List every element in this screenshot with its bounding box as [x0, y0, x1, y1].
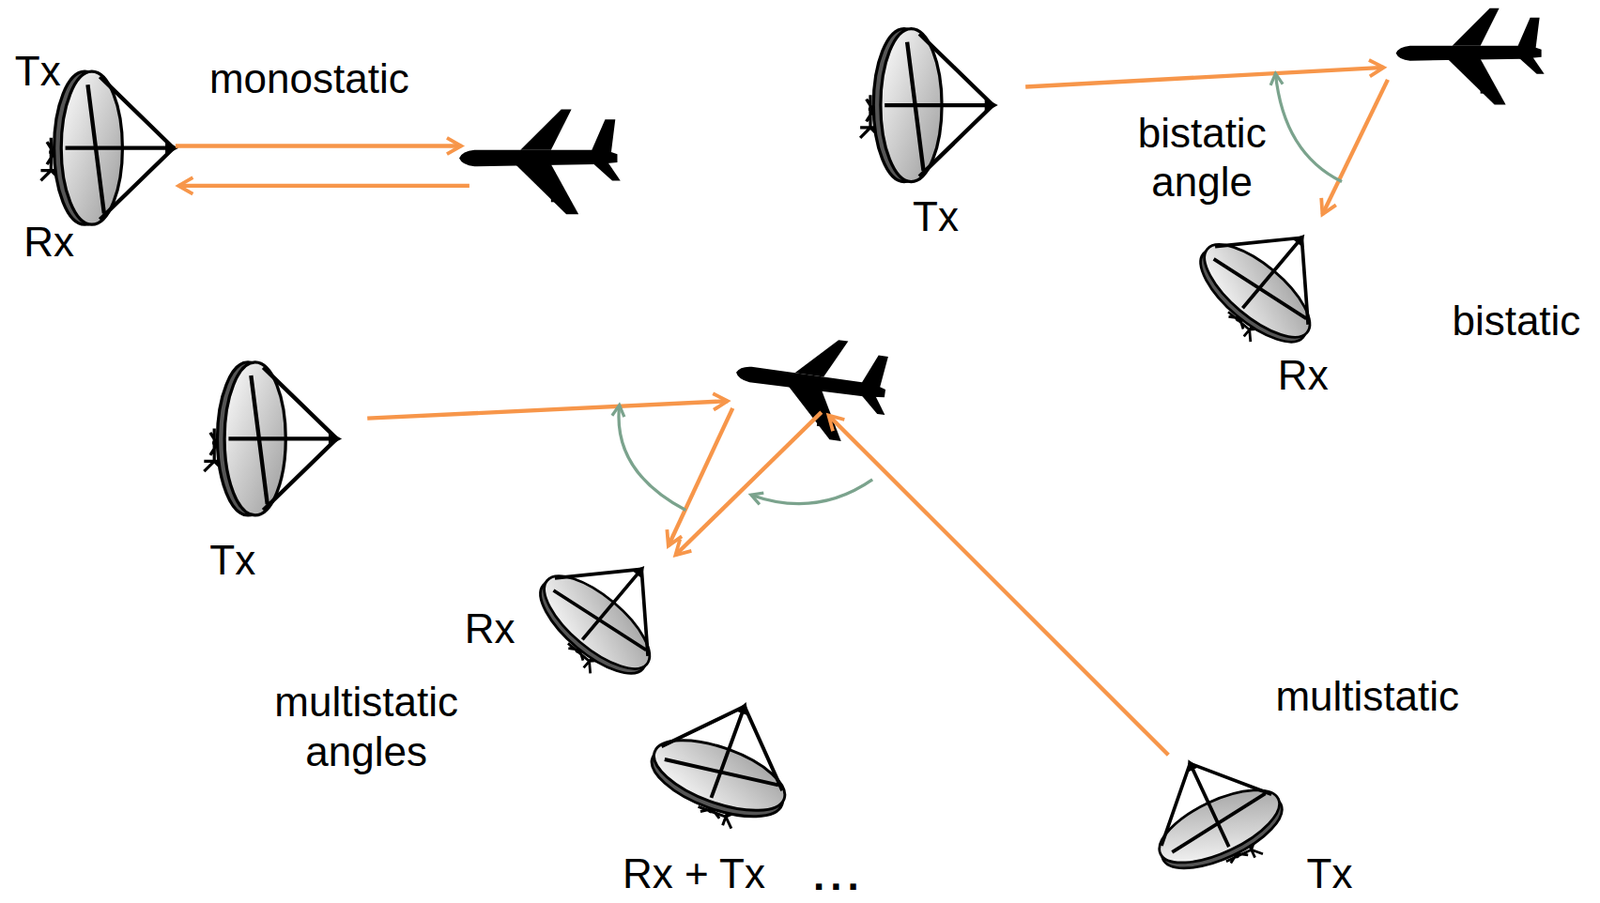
- aircraft: [459, 108, 621, 215]
- label-text: multistatic angles: [253, 677, 479, 778]
- signal-arrow: [367, 400, 728, 418]
- label-text: Tx: [1307, 849, 1354, 900]
- aircraft: [1396, 8, 1545, 106]
- signal-arrow: [675, 412, 821, 555]
- angle-arc: [618, 405, 686, 511]
- antenna-dish: [1179, 192, 1354, 367]
- label-text: Rx: [1277, 351, 1329, 401]
- aircraft: [728, 326, 894, 447]
- antenna-dish: [203, 362, 342, 516]
- antenna-dish: [40, 71, 179, 225]
- label-text: Tx: [15, 46, 62, 97]
- label-text: Rx + Tx: [622, 849, 766, 900]
- label-text: bistatic: [1451, 296, 1581, 347]
- label-text: Rx: [23, 217, 75, 268]
- label-text: Tx: [912, 192, 959, 243]
- label-text: Rx: [464, 604, 516, 655]
- signal-arrow: [1322, 79, 1388, 215]
- label-text: Tx: [209, 536, 256, 586]
- signal-arrow: [178, 184, 470, 188]
- antenna-dish: [519, 523, 694, 698]
- signal-arrow: [828, 415, 1169, 755]
- angle-arc: [751, 479, 873, 505]
- signal-arrow: [668, 408, 733, 547]
- angle-arc: [1275, 73, 1342, 182]
- label-text: ...: [813, 851, 865, 902]
- label-text: multistatic: [1275, 672, 1460, 723]
- signal-arrow: [175, 143, 462, 148]
- antenna-dish: [1129, 732, 1297, 894]
- antenna-dish: [860, 29, 999, 183]
- signal-arrow: [1025, 67, 1384, 88]
- label-text: monostatic: [209, 54, 410, 105]
- antenna-dish: [638, 678, 811, 843]
- label-text: bistatic angle: [1126, 108, 1277, 209]
